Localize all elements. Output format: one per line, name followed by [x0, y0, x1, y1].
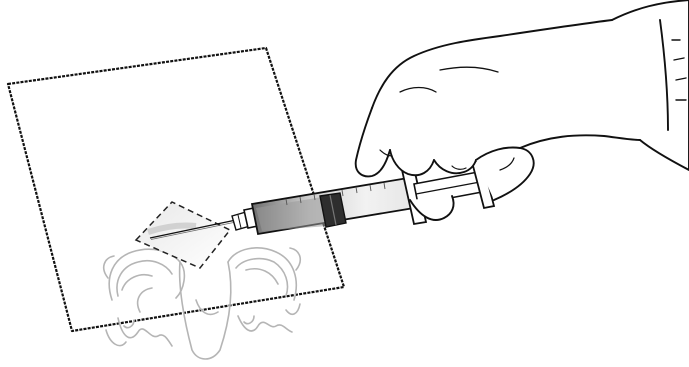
sterile-sheet [8, 48, 344, 331]
